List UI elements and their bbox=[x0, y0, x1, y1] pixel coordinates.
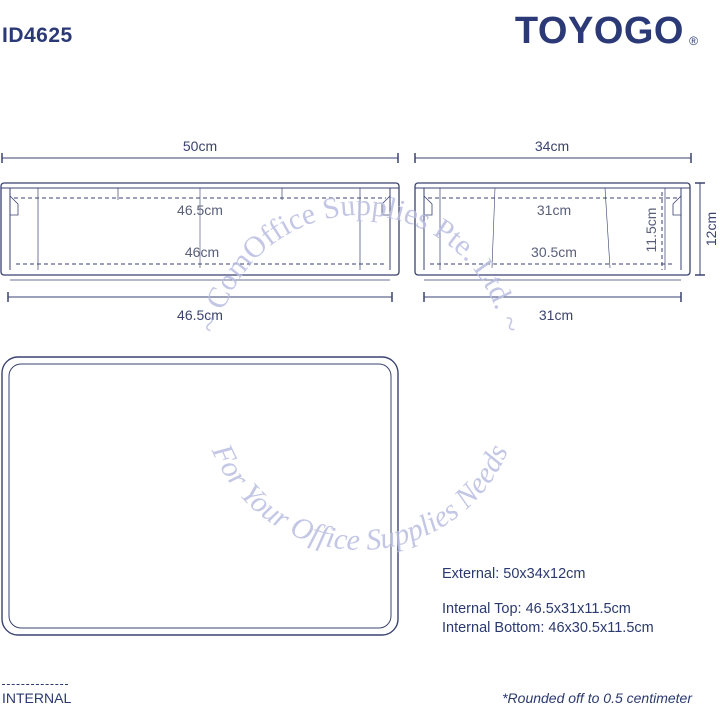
side-view bbox=[414, 153, 705, 302]
spec-external: External: 50x34x12cm bbox=[442, 566, 586, 582]
spec-internal-top: Internal Top: 46.5x31x11.5cm bbox=[442, 601, 631, 617]
top-view bbox=[1, 356, 399, 636]
front-view bbox=[0, 153, 400, 302]
side-internal-bottom-label: 30.5cm bbox=[531, 244, 577, 260]
side-external-height-label: 12cm bbox=[703, 212, 719, 246]
brand-logo: TOYOGO bbox=[514, 10, 684, 52]
legend-label: INTERNAL bbox=[2, 690, 72, 706]
front-internal-top-label: 46.5cm bbox=[177, 202, 223, 218]
front-bottom-width-label: 46.5cm bbox=[177, 307, 223, 323]
front-top-width-label: 50cm bbox=[183, 138, 217, 154]
side-bottom-width-label: 31cm bbox=[539, 307, 573, 323]
side-internal-top-label: 31cm bbox=[537, 202, 571, 218]
registered-mark: ® bbox=[689, 34, 698, 48]
footnote: *Rounded off to 0.5 centimeter bbox=[502, 690, 692, 706]
product-code: ID4625 bbox=[2, 24, 73, 47]
legend-dashed-line bbox=[2, 684, 68, 685]
top-view-inner-outline bbox=[8, 363, 392, 629]
front-internal-bottom-label: 46cm bbox=[185, 244, 219, 260]
top-view-outer-outline bbox=[1, 356, 399, 636]
watermark-slogan-path: For Your Office Supplies Needs bbox=[205, 438, 515, 557]
side-internal-height-label: 11.5cm bbox=[643, 208, 659, 253]
side-top-width-label: 34cm bbox=[535, 138, 569, 154]
spec-internal-bottom: Internal Bottom: 46x30.5x11.5cm bbox=[442, 620, 654, 636]
watermark-slogan: For Your Office Supplies Needs bbox=[205, 438, 515, 557]
